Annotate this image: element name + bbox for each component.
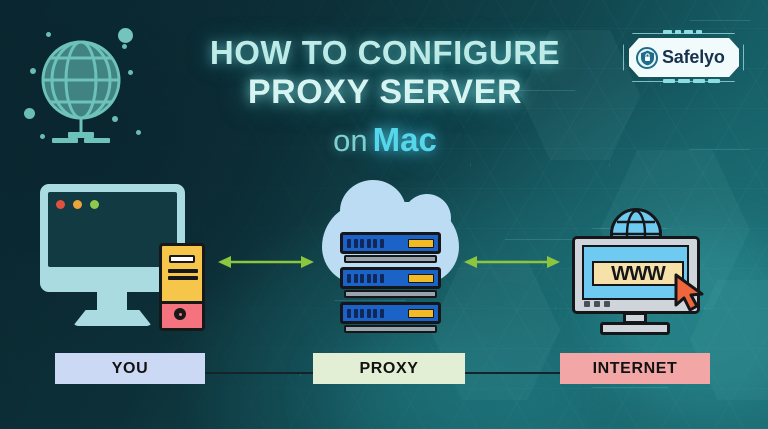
logo-brand-text: Safelyo	[662, 47, 725, 67]
monitor-window-dots	[56, 200, 99, 209]
monitor-screen	[48, 192, 177, 267]
label-box-internet[interactable]: INTERNET	[560, 353, 710, 384]
title-line-2: PROXY SERVER	[247, 72, 523, 111]
decor-dot	[122, 44, 127, 49]
decor-dot	[30, 68, 36, 74]
tower-vent	[168, 276, 198, 280]
logo-ticks-bottom	[663, 79, 720, 83]
connector-line-proxy-internet	[465, 372, 560, 374]
decor-dot	[24, 108, 35, 119]
cloud-server-icon	[318, 180, 463, 336]
shield-lock-icon	[636, 46, 658, 69]
server-rack-base	[344, 255, 437, 263]
connector-line-you-proxy	[205, 372, 313, 374]
label-text-proxy: PROXY	[359, 359, 419, 377]
monitor-foot	[73, 310, 152, 326]
globe-wireframe-icon	[41, 40, 121, 143]
server-rack-base	[344, 290, 437, 298]
monitor-stand	[600, 322, 670, 335]
title-on-text: on	[333, 123, 368, 159]
url-band: WWW	[592, 261, 684, 286]
monitor-controls	[584, 301, 610, 307]
monitor-body	[40, 184, 185, 292]
mouse-cursor-icon	[672, 273, 708, 318]
www-text: WWW	[611, 262, 666, 285]
server-rack	[340, 267, 441, 289]
logo-plate: Safelyo	[629, 38, 739, 77]
title-line-1: HOW TO CONFIGURE	[209, 34, 561, 71]
tower-power-button	[174, 308, 186, 320]
window-dot-green	[90, 200, 99, 209]
decor-dot	[40, 134, 45, 139]
window-dot-orange	[73, 200, 82, 209]
tower-drive-slot	[169, 255, 195, 263]
window-dot-red	[56, 200, 65, 209]
label-text-internet: INTERNET	[592, 359, 678, 377]
double-arrow-icon	[464, 254, 560, 275]
title-mac-text: Mac	[372, 121, 437, 159]
decor-dot	[136, 130, 141, 135]
tower-case	[159, 243, 205, 331]
bg-hex-outline	[660, 20, 768, 150]
label-text-you: YOU	[111, 359, 149, 377]
decor-dot	[118, 28, 133, 43]
rack-indicator	[408, 238, 434, 248]
server-rack	[340, 302, 441, 324]
double-arrow-icon	[218, 254, 314, 275]
rack-indicator	[408, 308, 434, 318]
server-rack-base	[344, 325, 437, 333]
monitor-screen: WWW	[582, 245, 689, 300]
tower-vent	[168, 269, 198, 273]
logo-ticks-top	[663, 30, 702, 34]
server-rack	[340, 232, 441, 254]
brand-logo[interactable]: Safelyo	[621, 29, 746, 85]
decor-dot	[112, 116, 118, 122]
bg-hex-outline	[470, 90, 610, 240]
rack-indicator	[408, 273, 434, 283]
label-box-proxy[interactable]: PROXY	[313, 353, 465, 384]
decor-dot	[46, 32, 51, 37]
decor-dot	[128, 70, 133, 75]
globe-decoration	[18, 22, 148, 147]
desktop-monitor-icon	[40, 184, 185, 334]
www-monitor-icon: WWW	[566, 208, 706, 338]
computer-tower-icon	[159, 243, 205, 331]
label-box-you[interactable]: YOU	[55, 353, 205, 384]
bg-hex-shape	[520, 30, 640, 160]
